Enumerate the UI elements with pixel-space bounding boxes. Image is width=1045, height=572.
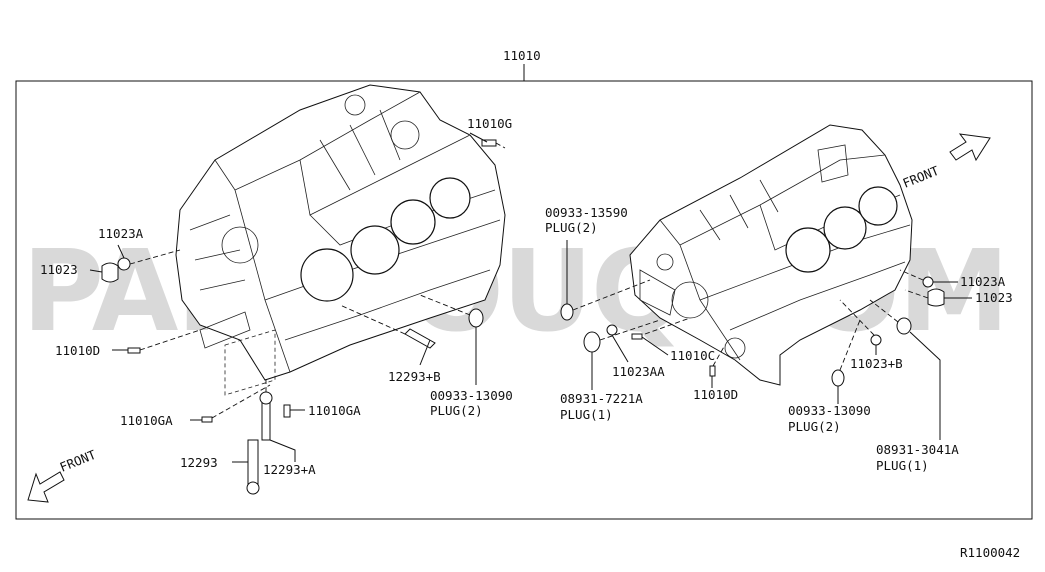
plug-08931-7221a bbox=[583, 331, 601, 353]
leader-11023-left bbox=[89, 269, 103, 273]
front-label-right: FRONT bbox=[901, 163, 942, 191]
dash-00933-13590 bbox=[572, 279, 651, 311]
dash-11023-right bbox=[904, 289, 929, 299]
callout-12293: 12293 bbox=[180, 455, 218, 470]
reference-code: R1100042 bbox=[960, 545, 1020, 560]
front-label-left: FRONT bbox=[58, 447, 99, 475]
callout-00933-13090-left: 00933-13090 bbox=[430, 388, 513, 403]
bolt-head-12293 bbox=[246, 481, 260, 495]
callout-plug2-left: PLUG(2) bbox=[430, 403, 483, 418]
washer-11023aa bbox=[606, 324, 618, 336]
pin-11010ga-b bbox=[283, 404, 291, 418]
callout-08931-3041a: 08931-3041A bbox=[876, 442, 959, 457]
pin-11010d-left bbox=[127, 347, 141, 354]
dash-11023b bbox=[839, 299, 875, 336]
callout-11010ga-b: 11010GA bbox=[308, 403, 361, 418]
plug-08931-3041a bbox=[896, 317, 912, 335]
callout-plug2-top: PLUG(2) bbox=[545, 220, 598, 235]
callout-12293b: 12293+B bbox=[388, 369, 441, 384]
washer-11023a-right bbox=[922, 276, 934, 288]
leader-11023aa bbox=[611, 334, 629, 363]
leader-08931-3041a bbox=[909, 331, 941, 440]
callout-11023a-left: 11023A bbox=[98, 226, 144, 241]
leader-12293b bbox=[419, 339, 431, 366]
bolt-11023-left bbox=[101, 262, 119, 283]
callout-11010g: 11010G bbox=[467, 116, 512, 131]
callout-11023a-right: 11023A bbox=[960, 274, 1006, 289]
leader-11010c bbox=[641, 336, 669, 356]
bolt-12293 bbox=[247, 439, 259, 486]
bolt-12293b bbox=[404, 328, 436, 349]
pin-11010ga-a bbox=[201, 416, 213, 423]
callout-plug1-mid: PLUG(1) bbox=[560, 407, 613, 422]
washer-11023b bbox=[870, 334, 882, 346]
callout-11010d-left: 11010D bbox=[55, 343, 100, 358]
callout-11010c: 11010C bbox=[670, 348, 715, 363]
leader-11010g bbox=[469, 132, 488, 143]
callout-00933-13090-right: 00933-13090 bbox=[788, 403, 871, 418]
callout-plug1-right: PLUG(1) bbox=[876, 458, 929, 473]
callout-11023-left: 11023 bbox=[40, 262, 78, 277]
dash-11010d-left bbox=[139, 329, 201, 351]
callout-08931-7221a: 08931-7221A bbox=[560, 391, 643, 406]
washer-11023a-left bbox=[117, 257, 131, 271]
bolt-11023-right bbox=[927, 288, 945, 307]
dash-11010g bbox=[495, 142, 506, 149]
callout-11023aa: 11023AA bbox=[612, 364, 665, 379]
dash-00933-13090-left bbox=[419, 294, 471, 316]
dash-08931-7221a bbox=[599, 319, 661, 341]
dash-11023a-left bbox=[129, 249, 181, 265]
right-engine-block bbox=[629, 124, 913, 386]
left-engine-block bbox=[175, 84, 506, 396]
dash-11010d-right bbox=[712, 344, 726, 367]
callout-plug2-right: PLUG(2) bbox=[788, 419, 841, 434]
front-arrow-left bbox=[27, 471, 65, 503]
assembly-label: 11010 bbox=[503, 48, 541, 63]
callout-11010d-right: 11010D bbox=[693, 387, 738, 402]
dash-11023a-right bbox=[899, 269, 924, 281]
dash-00933-13090-right bbox=[839, 319, 861, 371]
pin-11010c bbox=[631, 333, 643, 340]
callout-00933-13590: 00933-13590 bbox=[545, 205, 628, 220]
plug-00933-13090-left bbox=[468, 308, 484, 328]
leader-12293a bbox=[269, 439, 296, 462]
dash-12293b bbox=[339, 304, 406, 335]
callout-11023b: 11023+B bbox=[850, 356, 903, 371]
plug-00933-13590 bbox=[560, 303, 574, 321]
bolt-head-12293a bbox=[259, 391, 273, 405]
callout-11023-right: 11023 bbox=[975, 290, 1013, 305]
front-arrow-right bbox=[949, 133, 991, 162]
pin-11010d-right bbox=[709, 365, 716, 377]
leader-11023a-left bbox=[117, 244, 125, 259]
callout-12293a: 12293+A bbox=[263, 462, 316, 477]
callout-11010ga-a: 11010GA bbox=[120, 413, 173, 428]
plug-00933-13090-right bbox=[831, 369, 845, 387]
dash-08931-3041a bbox=[869, 299, 899, 323]
dash-11010ga-a bbox=[211, 384, 271, 419]
